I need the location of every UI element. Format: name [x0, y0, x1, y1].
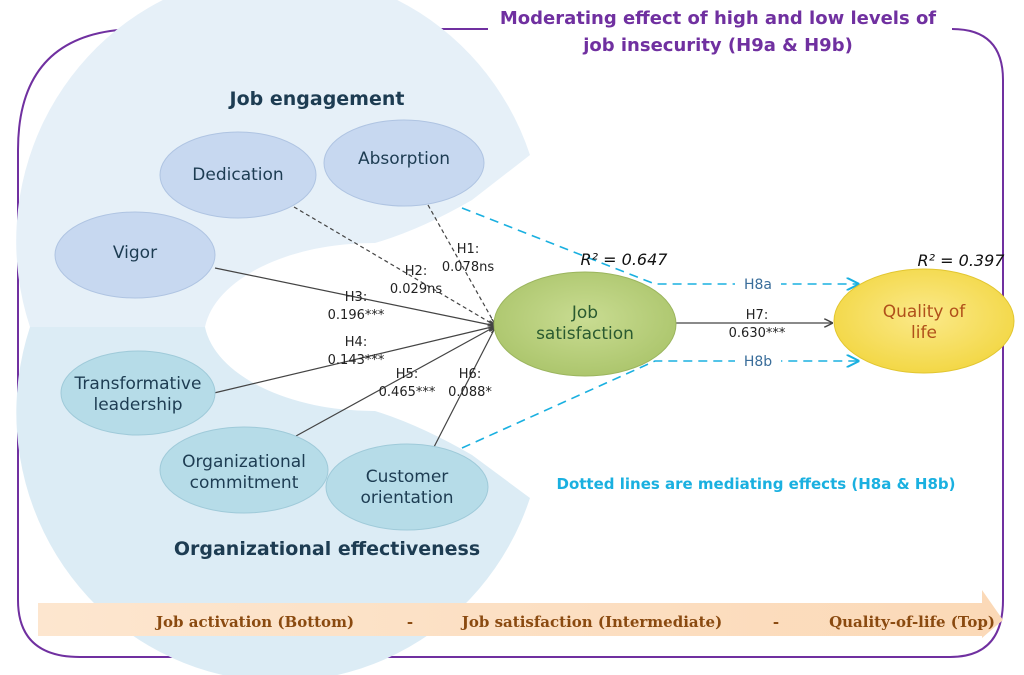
- node-customer-orientation: [325, 443, 489, 531]
- moderation-frame: [17, 28, 1004, 658]
- moderation-title-line2: job insecurity (H9a & H9b): [582, 35, 853, 56]
- path-h6-label: H6:: [459, 367, 481, 382]
- hierarchy-bar: [38, 590, 1003, 638]
- path-h5-label: H5:: [396, 367, 418, 382]
- h8b-label-bg: [735, 351, 781, 371]
- node-transformative-leadership-line1: Transformative: [74, 374, 202, 394]
- node-transformative-leadership-line2: leadership: [94, 395, 183, 415]
- path-h4-line: [213, 326, 496, 394]
- moderation-title-line1: Moderating effect of high and low levels…: [500, 8, 936, 29]
- r2-quality-of-life: R² = 0.397: [918, 251, 1006, 270]
- node-absorption-label: Absorption: [358, 149, 450, 169]
- mediation-h8b-line: [461, 361, 858, 449]
- h8a-label-bg: [735, 274, 781, 294]
- node-vigor: [54, 211, 216, 299]
- node-vigor-label: Vigor: [113, 243, 157, 263]
- bar-separator-2: -: [773, 613, 779, 631]
- bar-separator-1: -: [407, 613, 413, 631]
- node-job-satisfaction-line2: satisfaction: [536, 324, 634, 344]
- node-customer-orientation-line1: Customer: [366, 467, 449, 487]
- path-h1-line: [427, 204, 496, 326]
- node-quality-of-life-line2: life: [911, 323, 937, 343]
- node-absorption: [323, 119, 485, 207]
- path-h3-label: H3:: [345, 290, 367, 305]
- mediation-h8a-line: [461, 207, 858, 284]
- node-transformative-leadership: [60, 350, 216, 436]
- path-h3-line: [214, 267, 496, 326]
- node-dedication: [159, 131, 317, 219]
- path-h5-line: [295, 326, 496, 437]
- r2-job-satisfaction: R² = 0.647: [581, 250, 669, 269]
- node-organizational-commitment: [159, 426, 329, 514]
- bar-item-quality-of-life: Quality-of-life (Top): [829, 613, 995, 631]
- h8b-label: H8b: [744, 354, 772, 370]
- organizational-effectiveness-title: Organizational effectiveness: [174, 538, 480, 560]
- node-customer-orientation-line2: orientation: [361, 488, 454, 508]
- path-h1-value: 0.078ns: [442, 260, 494, 275]
- node-job-satisfaction-line1: Job: [571, 303, 598, 323]
- path-h7-value: 0.630***: [729, 326, 786, 341]
- mediation-note: Dotted lines are mediating effects (H8a …: [557, 475, 956, 493]
- node-organizational-commitment-line2: commitment: [190, 473, 299, 493]
- bar-item-job-satisfaction: Job satisfaction (Intermediate): [460, 613, 722, 631]
- path-h4-value: 0.143***: [328, 353, 385, 368]
- path-h1-label: H1:: [457, 242, 479, 257]
- node-organizational-commitment-line1: Organizational: [182, 452, 306, 472]
- path-h4-label: H4:: [345, 335, 367, 350]
- node-quality-of-life: [833, 268, 1015, 374]
- bar-item-job-activation: Job activation (Bottom): [154, 613, 354, 631]
- path-h2-label: H2:: [405, 264, 427, 279]
- job-engagement-title: Job engagement: [228, 88, 405, 110]
- node-dedication-label: Dedication: [192, 165, 283, 185]
- node-quality-of-life-line1: Quality of: [883, 302, 967, 322]
- path-h6-value: 0.088*: [448, 385, 492, 400]
- path-h7-label: H7:: [746, 308, 768, 323]
- node-job-satisfaction: [493, 271, 677, 377]
- path-h3-value: 0.196***: [328, 308, 385, 323]
- path-h6-line: [433, 326, 496, 448]
- path-h5-value: 0.465***: [379, 385, 436, 400]
- path-h2-value: 0.029ns: [390, 282, 442, 297]
- h8a-label: H8a: [744, 277, 772, 293]
